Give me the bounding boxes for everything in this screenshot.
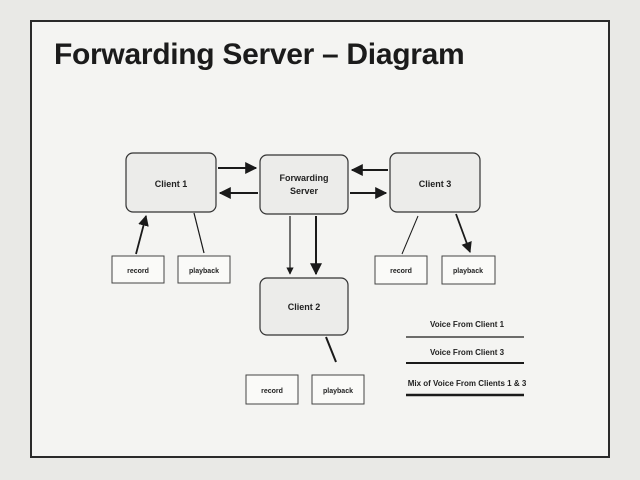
legend-voice-client1-label: Voice From Client 1 — [430, 320, 505, 329]
client2-playback-label: playback — [323, 388, 353, 395]
client2-record-label: record — [261, 388, 283, 395]
client2-node: Client 2 — [259, 277, 349, 336]
server-label-line2: Server — [290, 186, 319, 196]
client2-playback-box: playback — [311, 374, 365, 405]
client3-playback-box: playback — [441, 255, 496, 285]
client1-playback-label: playback — [189, 268, 219, 275]
arrow-record-to-client1 — [135, 214, 149, 255]
forwarding-server-node: Forwarding Server — [259, 154, 349, 215]
client3-node: Client 3 — [389, 152, 481, 213]
legend: Voice From Client 1 Voice From Client 3 … — [406, 320, 527, 397]
legend-voice-client3-label: Voice From Client 3 — [430, 348, 505, 357]
server-label-line1: Forwarding — [280, 173, 329, 183]
client2-record-box: record — [245, 374, 299, 405]
client1-label: Client 1 — [155, 179, 188, 189]
legend-mix-label: Mix of Voice From Clients 1 & 3 — [408, 379, 527, 388]
client1-record-label: record — [127, 268, 149, 275]
client1-node: Client 1 — [125, 152, 217, 213]
line-client2-to-playback — [325, 336, 337, 363]
client3-label: Client 3 — [419, 179, 452, 189]
arrow-client3-to-playback — [455, 213, 472, 254]
line-record-to-client3 — [401, 215, 419, 255]
client2-label: Client 2 — [288, 302, 321, 312]
client3-record-box: record — [374, 255, 428, 285]
client3-record-label: record — [390, 268, 412, 275]
slide-title: Forwarding Server – Diagram — [54, 38, 465, 71]
client1-playback-box: playback — [177, 255, 231, 284]
client1-record-box: record — [111, 255, 165, 284]
line-client1-to-playback — [193, 212, 205, 254]
client3-playback-label: playback — [453, 268, 483, 275]
